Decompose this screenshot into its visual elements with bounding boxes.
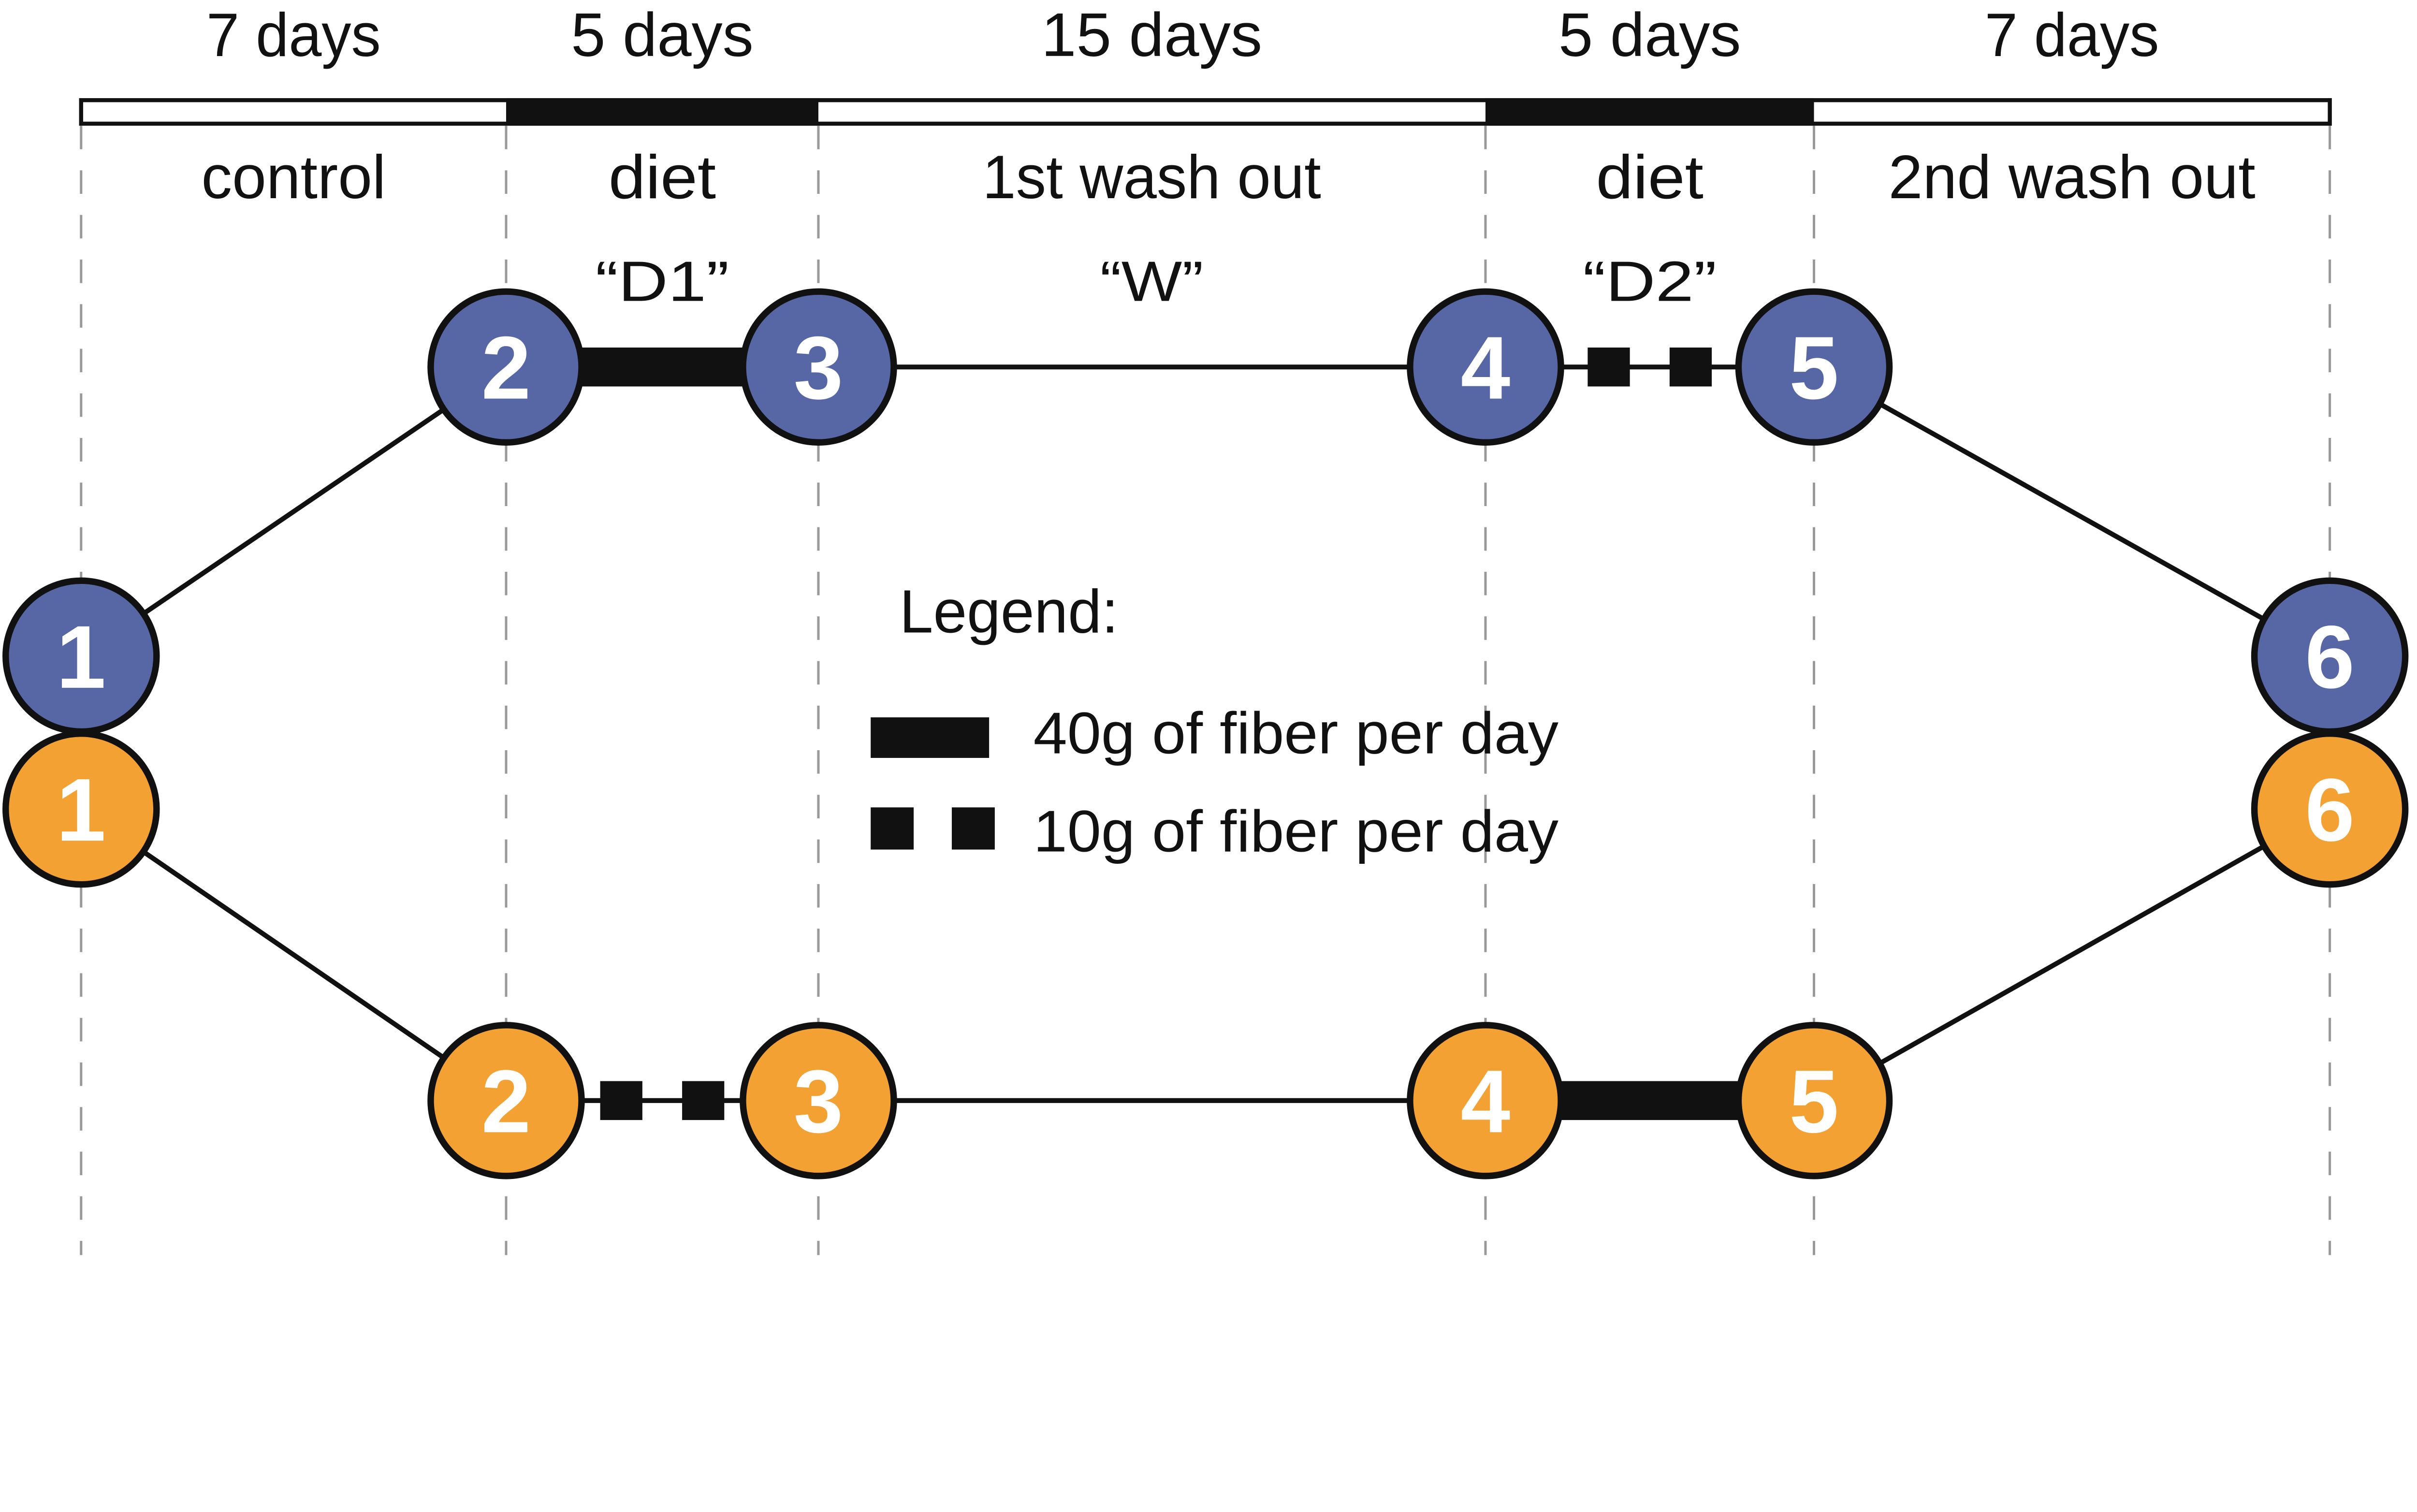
duration-label-diet1: 5 days [571, 1, 754, 70]
orange-node-5-number: 5 [1789, 1052, 1839, 1151]
blue-arm-nodes: 1 2 3 4 5 6 [2, 288, 2409, 735]
orange-node-1-circle [2, 730, 160, 888]
legend-dashed-square-icon-2 [951, 807, 995, 850]
blue-edge-4-5-square-1 [1587, 347, 1630, 387]
orange-node-6-circle [2251, 730, 2409, 888]
phase-code-labels: “D1” “W” “D2” [596, 249, 1717, 313]
blue-node-4-number: 4 [1461, 319, 1511, 418]
blue-node-2-circle [427, 288, 585, 446]
timeline-bar-diet2-segment [1485, 98, 1814, 126]
blue-node-2-number: 2 [481, 319, 531, 418]
code-label-w: “W” [1100, 249, 1204, 313]
phase-label-washout1: 1st wash out [982, 143, 1321, 212]
blue-node-6-number: 6 [2305, 608, 2355, 707]
arm-edges [79, 347, 2331, 1120]
study-design-diagram: 7 days 5 days 15 days 5 days 7 days cont… [2, 0, 2409, 1255]
duration-label-washout1: 15 days [1041, 1, 1262, 70]
orange-edge-4-5-thick-bar [1561, 1081, 1739, 1120]
orange-node-3-circle [740, 1022, 897, 1179]
legend-title: Legend: [900, 578, 1119, 646]
blue-edge-1-2 [79, 365, 508, 658]
code-label-d1: “D1” [596, 249, 729, 313]
orange-node-2-circle [427, 1022, 585, 1179]
phase-labels: control diet 1st wash out diet 2nd wash … [202, 143, 2256, 212]
legend: Legend: 40g of fiber per day 10g of fibe… [871, 578, 1558, 864]
phase-label-washout2: 2nd wash out [1888, 143, 2255, 212]
duration-labels: 7 days 5 days 15 days 5 days 7 days [206, 1, 2159, 70]
orange-node-4-number: 4 [1461, 1052, 1511, 1151]
duration-label-control: 7 days [206, 1, 381, 70]
blue-edge-4-5-square-2 [1669, 347, 1712, 387]
blue-edge-2-3-thick-bar [582, 347, 744, 387]
orange-node-2-number: 2 [481, 1052, 531, 1151]
legend-item-10g-label: 10g of fiber per day [1034, 799, 1559, 864]
phase-label-diet1: diet [609, 143, 716, 212]
orange-edge-5-6 [1813, 807, 2331, 1103]
blue-node-1-number: 1 [56, 608, 106, 707]
orange-node-4-circle [1407, 1022, 1564, 1179]
orange-node-1-number: 1 [56, 760, 106, 860]
timeline-bar [79, 98, 2332, 126]
duration-label-diet2: 5 days [1558, 1, 1741, 70]
orange-node-6-number: 6 [2305, 760, 2355, 860]
orange-arm-nodes: 1 2 3 4 5 6 [2, 730, 2409, 1179]
timeline-bar-outline [79, 98, 2332, 126]
legend-thick-bar-icon [871, 717, 990, 758]
orange-edge-2-3-square-2 [682, 1081, 725, 1120]
duration-label-washout2: 7 days [1985, 1, 2159, 70]
orange-edge-2-3-square-1 [600, 1081, 642, 1120]
blue-node-5-number: 5 [1789, 319, 1839, 418]
legend-dashed-square-icon-1 [871, 807, 914, 850]
blue-node-3-number: 3 [794, 319, 844, 418]
orange-edge-1-2 [79, 807, 508, 1103]
blue-node-3-circle [740, 288, 897, 446]
timeline-bar-diet1-segment [506, 98, 818, 126]
blue-edge-5-6 [1813, 364, 2331, 658]
blue-node-4-circle [1407, 288, 1564, 446]
phase-label-diet2: diet [1596, 143, 1704, 212]
orange-node-3-number: 3 [794, 1052, 844, 1151]
code-label-d2: “D2” [1583, 249, 1717, 313]
blue-node-5-circle [1735, 288, 1893, 446]
study-design-figure: 7 days 5 days 15 days 5 days 7 days cont… [2, 0, 2409, 1255]
orange-node-5-circle [1735, 1022, 1893, 1179]
legend-item-40g-label: 40g of fiber per day [1034, 700, 1559, 766]
phase-label-control: control [202, 143, 386, 212]
phase-boundaries [80, 126, 2331, 1255]
